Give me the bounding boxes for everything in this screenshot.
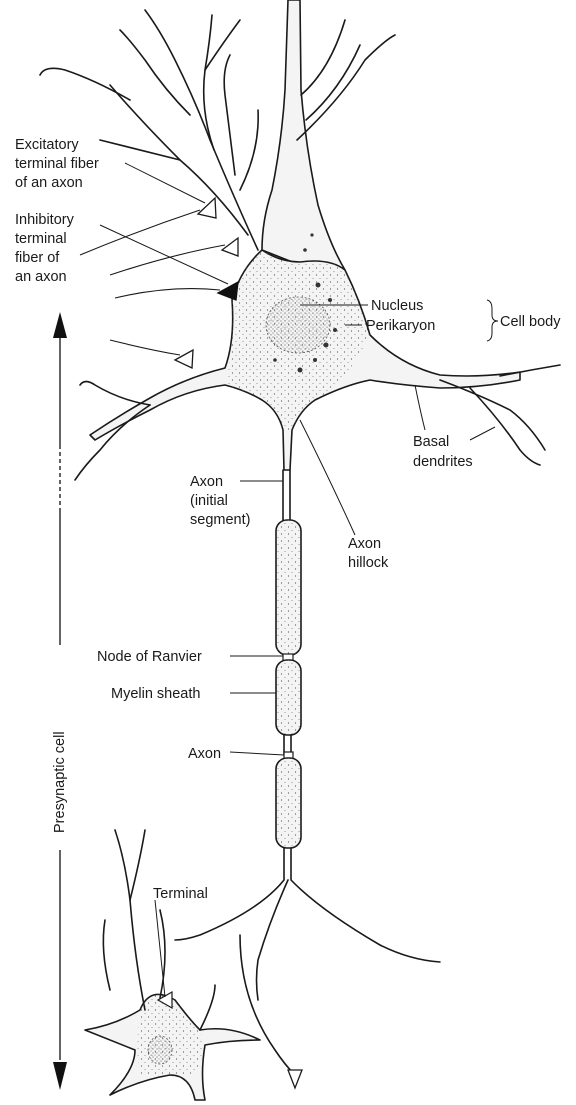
node-of-ranvier-label: Node of Ranvier — [97, 649, 202, 665]
inhibitory-label: Inhibitory terminal fiber of an axon — [15, 212, 78, 285]
nucleus-label: Nucleus — [371, 298, 423, 314]
perikaryon-label: Perikaryon — [366, 318, 435, 334]
axon-hillock-label: Axon hillock — [348, 536, 389, 571]
axon-initial-segment-label: Axon (initial segment) — [190, 474, 250, 528]
basal-dendrites-label: Basal dendrites — [413, 434, 473, 470]
cell-body-label: Cell body — [500, 314, 561, 330]
myelin-sheath-label: Myelin sheath — [111, 686, 200, 702]
excitatory-terminal-fiber — [80, 198, 216, 255]
presynaptic-cell-label: Presynaptic cell — [52, 731, 68, 833]
excitatory-label: Excitatory terminal fiber of an axon — [15, 137, 103, 191]
axon-label: Axon — [188, 746, 221, 762]
terminal-fiber-2 — [110, 238, 238, 275]
inhibitory-terminal-fiber — [115, 282, 238, 300]
presynaptic-arrow — [53, 312, 67, 1090]
axon — [175, 470, 440, 1088]
terminal-label: Terminal — [153, 886, 208, 902]
terminal-fiber-4 — [110, 340, 193, 368]
postsynaptic-cell — [85, 830, 260, 1100]
apical-dendrite — [262, 0, 395, 270]
